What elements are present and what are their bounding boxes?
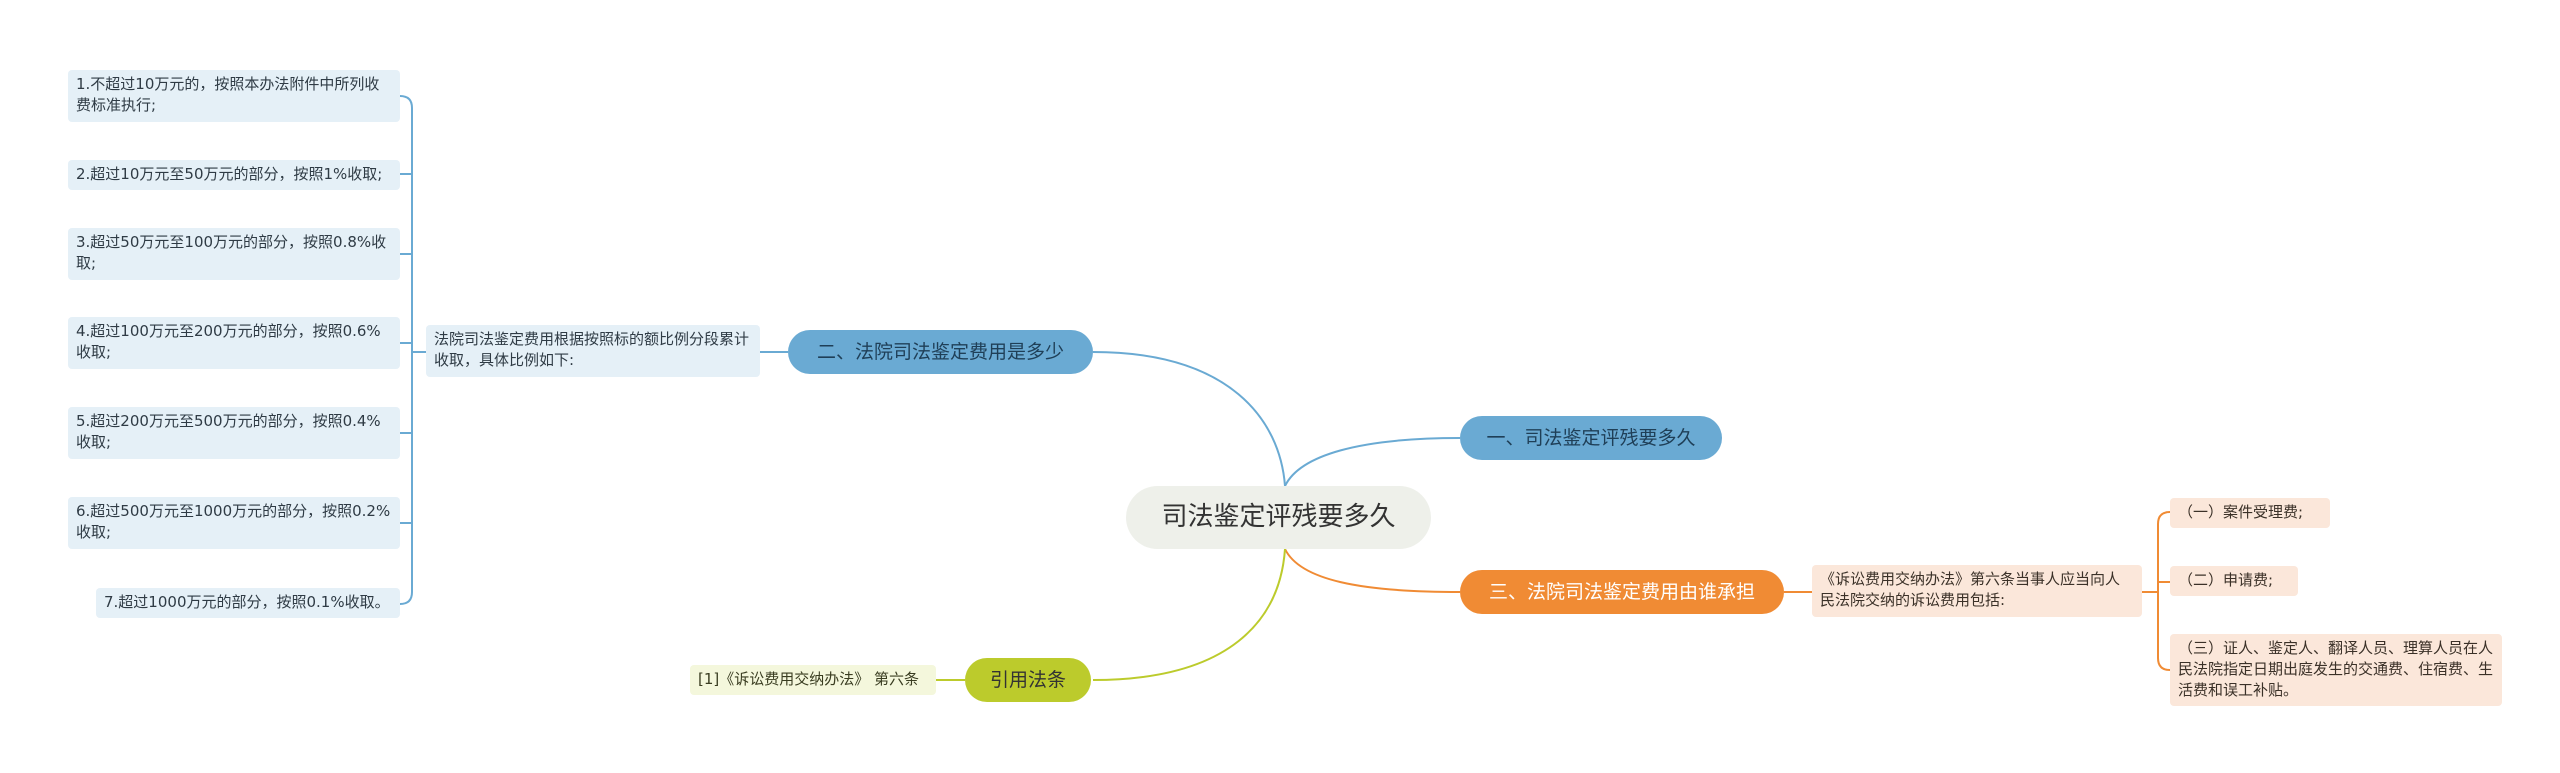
branch-2-item-2: 2.超过10万元至50万元的部分，按照1%收取; <box>68 160 400 190</box>
branch-3-item-3: （三）证人、鉴定人、翻译人员、理算人员在人民法院指定日期出庭发生的交通费、住宿费… <box>2170 634 2502 706</box>
branch-2-summary: 法院司法鉴定费用根据按照标的额比例分段累计收取，具体比例如下: <box>426 325 760 377</box>
branch-4-item-1: [1]《诉讼费用交纳办法》 第六条 <box>690 665 936 695</box>
branch-2-item-6: 6.超过500万元至1000万元的部分，按照0.2%收取; <box>68 497 400 549</box>
branch-3-item-2: （二）申请费; <box>2170 566 2298 596</box>
branch-3-item-1: （一）案件受理费; <box>2170 498 2330 528</box>
branch-2-item-5: 5.超过200万元至500万元的部分，按照0.4%收取; <box>68 407 400 459</box>
branch-node-3[interactable]: 三、法院司法鉴定费用由谁承担 <box>1460 570 1784 614</box>
connector-center-b1 <box>1284 437 1461 487</box>
branch-3-summary: 《诉讼费用交纳办法》第六条当事人应当向人民法院交纳的诉讼费用包括: <box>1812 565 2142 617</box>
branch-node-1[interactable]: 一、司法鉴定评残要多久 <box>1460 416 1722 460</box>
bracket-b2-spine <box>399 95 413 605</box>
branch-node-2[interactable]: 二、法院司法鉴定费用是多少 <box>788 330 1093 374</box>
branch-2-item-3: 3.超过50万元至100万元的部分，按照0.8%收取; <box>68 228 400 280</box>
connector-center-b4 <box>1092 548 1286 681</box>
branch-2-item-4: 4.超过100万元至200万元的部分，按照0.6%收取; <box>68 317 400 369</box>
branch-2-item-7: 7.超过1000万元的部分，按照0.1%收取。 <box>96 588 400 618</box>
central-topic[interactable]: 司法鉴定评残要多久 <box>1126 486 1431 549</box>
connector-center-b2 <box>1092 351 1286 487</box>
bracket-b3-spine <box>2157 511 2171 671</box>
connector-center-b3 <box>1284 548 1461 593</box>
branch-node-4[interactable]: 引用法条 <box>965 658 1091 702</box>
branch-2-item-1: 1.不超过10万元的，按照本办法附件中所列收费标准执行; <box>68 70 400 122</box>
